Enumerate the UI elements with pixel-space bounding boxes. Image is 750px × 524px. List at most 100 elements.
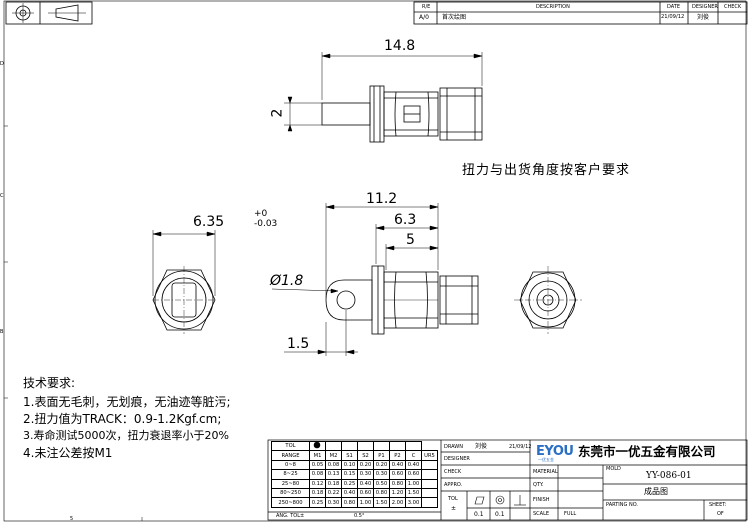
dim-1.5: 1.5	[287, 336, 310, 352]
table-cell: 0.13	[325, 469, 342, 480]
drawn-label: DRAWN	[444, 444, 463, 450]
dim-14.8-line	[321, 52, 483, 100]
table-cell: 0.40	[389, 459, 406, 471]
tb-tol-label: TOL	[448, 496, 458, 502]
dim-14.8: 14.8	[384, 38, 416, 54]
table-cell: 0.60	[357, 487, 374, 499]
hex-front-view	[152, 266, 216, 334]
tech-requirement-4: 4.未注公差按M1	[23, 446, 113, 460]
middle-side-view	[325, 265, 479, 335]
col-ur5: UR5	[421, 450, 438, 461]
table-cell	[421, 469, 438, 480]
projection-cone	[55, 4, 79, 22]
table-cell: 0.40	[341, 487, 358, 499]
dim-5: 5	[406, 232, 415, 248]
tech-requirement-1: 1.表面无毛刺，无划痕，无油迹等脏污;	[23, 395, 231, 409]
table-cell: 0.08	[309, 469, 326, 480]
dim-6.3-line	[375, 224, 439, 264]
table-cell	[421, 497, 438, 508]
date-col-label: DATE	[667, 4, 681, 10]
check-label: CHECK	[444, 469, 462, 475]
border-mark-d: D	[0, 61, 4, 67]
desc-col-label: DESCRIPTION	[536, 4, 570, 10]
table-cell: 1.00	[357, 497, 374, 508]
table-cell: 0.25	[309, 497, 326, 508]
col-c: C	[405, 450, 422, 461]
tb-tol-sym: ±	[451, 505, 457, 512]
table-cell: 0.80	[341, 497, 358, 508]
tb-tol-v1: 0.1	[474, 511, 484, 518]
table-cell: 0.25	[341, 478, 358, 489]
table-cell: 0.80	[373, 487, 390, 499]
tb-tol-v2: 0.1	[495, 511, 505, 518]
table-row-range: 80~250	[271, 487, 310, 499]
finish-label: FINISH	[533, 497, 550, 503]
table-cell: 0.30	[325, 497, 342, 508]
table-cell: 0.08	[325, 459, 342, 471]
dim-hole-diameter: Ø1.8	[270, 273, 304, 289]
right-end-view	[514, 266, 582, 334]
table-cell: 0.60	[405, 469, 422, 480]
table-cell: 1.00	[405, 478, 422, 489]
designer-value: 刘俊	[697, 14, 710, 21]
sheet-label: SHEET:	[709, 502, 727, 508]
top-side-view	[321, 85, 483, 143]
table-cell: 2.00	[389, 497, 406, 508]
tech-requirements-title: 技术要求:	[23, 376, 76, 390]
drawn-date: 21/09/12	[509, 444, 532, 450]
company-name: 东莞市一优五金有限公司	[578, 444, 716, 459]
rev-col-label: R/E	[422, 4, 431, 10]
dim-6.35-tol-lower: -0.03	[254, 219, 278, 229]
dim-6.3: 6.3	[394, 212, 417, 228]
table-row-range: 25~80	[271, 478, 310, 489]
title-block-frame	[267, 439, 748, 521]
tol-dot-cell	[309, 440, 326, 452]
table-cell: 0.50	[373, 478, 390, 489]
dim-2-line	[284, 96, 322, 132]
sheet-value: OF	[717, 511, 724, 517]
table-cell: 0.30	[357, 469, 374, 480]
table-cell: 0.12	[309, 478, 326, 489]
scale-value: FULL	[564, 511, 577, 517]
border-mark-5: 5	[70, 516, 74, 522]
col-m1: M1	[309, 450, 326, 461]
table-cell: 0.22	[325, 487, 342, 499]
border-mark-b: B	[0, 329, 4, 335]
ang-tol-value: 0.5°	[354, 513, 365, 519]
table-cell: 0.60	[389, 469, 406, 480]
table-cell: 0.20	[357, 459, 374, 471]
table-cell: 0.30	[373, 469, 390, 480]
mold-number: YY-086-01	[646, 471, 692, 481]
col-p2: P2	[389, 450, 406, 461]
mold-label: MOLD	[606, 466, 621, 472]
sheet-border	[3, 0, 747, 522]
dim-6.35-line	[152, 230, 216, 296]
dim-6.35: 6.35	[193, 214, 225, 230]
table-cell	[421, 478, 438, 489]
range-header: RANGE	[271, 450, 310, 461]
col-s1: S1	[341, 450, 358, 461]
appro-label: APPRO.	[444, 482, 463, 488]
table-cell: 1.50	[373, 497, 390, 508]
tech-requirement-2: 2.扭力值为TRACK：0.9-1.2Kgf.cm;	[23, 412, 222, 426]
table-cell: 0.15	[341, 469, 358, 480]
table-cell: 0.05	[309, 459, 326, 471]
drawn-name: 刘俊	[475, 443, 488, 450]
col-s2: S2	[357, 450, 374, 461]
tolerance-table: TOL RANGE M1 M2 S1 S2 P1 P2 C UR5 0~8 0.…	[271, 440, 438, 508]
desc-value: 首次绘图	[442, 14, 467, 21]
table-cell: 0.18	[309, 487, 326, 499]
table-cell: 3.00	[405, 497, 422, 508]
company-logo: EYOU	[536, 444, 574, 459]
designer-label: DESIGNER	[444, 456, 470, 462]
table-cell: 1.20	[389, 487, 406, 499]
dim-5-line	[385, 244, 439, 270]
table-cell	[421, 459, 438, 471]
partno-label: PARTING NO.	[606, 502, 639, 508]
dim-2: 2	[269, 108, 286, 118]
table-cell: 0.20	[373, 459, 390, 471]
dim-11.2: 11.2	[366, 191, 398, 207]
designer-col-label: DESIGNER	[692, 4, 718, 10]
